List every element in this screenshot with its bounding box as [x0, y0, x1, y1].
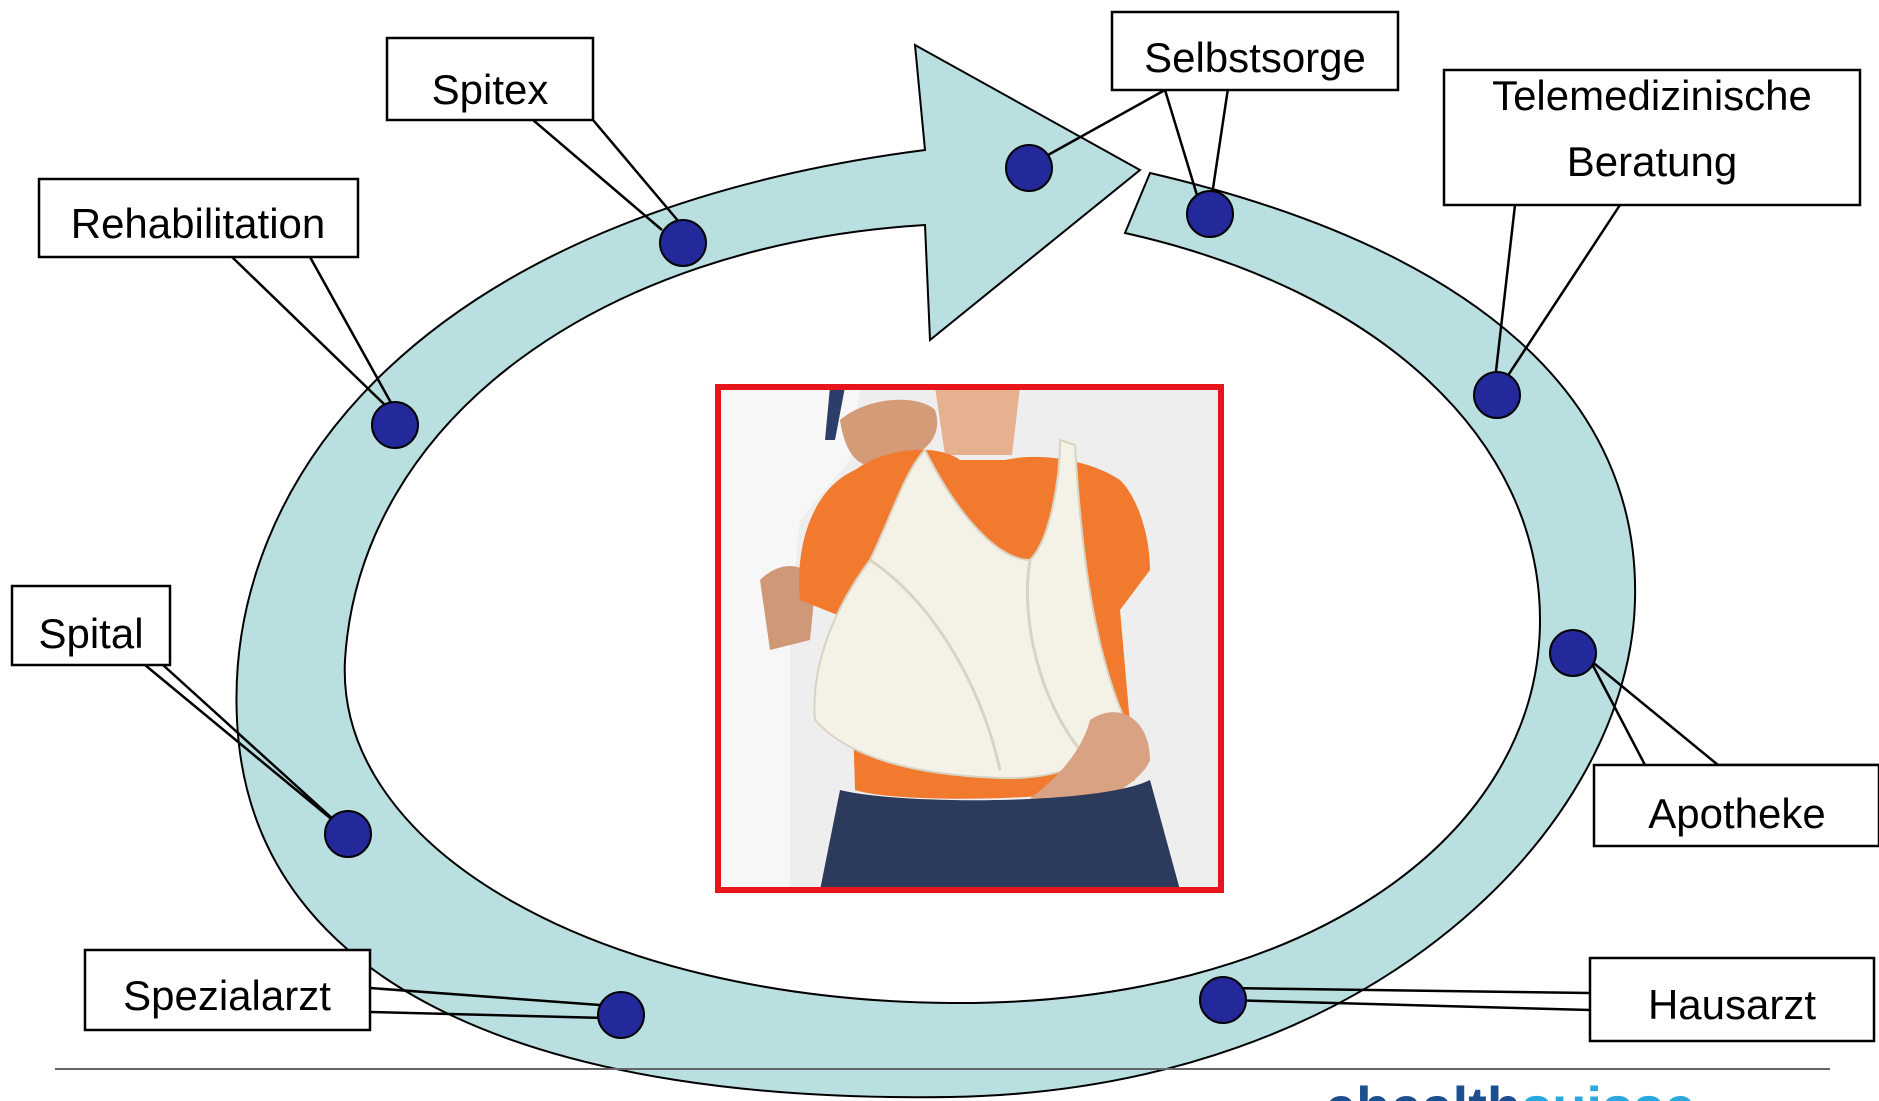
label-rehabilitation: Rehabilitation [71, 200, 326, 247]
node-hausarzt[interactable] [1200, 977, 1246, 1023]
logo-part-suisse: suisse [1521, 1075, 1695, 1101]
node-apotheke[interactable] [1550, 630, 1596, 676]
node-rehabilitation[interactable] [372, 402, 418, 448]
node-spitex[interactable] [660, 220, 706, 266]
label-hausarzt: Hausarzt [1648, 981, 1816, 1028]
patient-photo [718, 387, 1221, 890]
node-spezialarzt[interactable] [598, 992, 644, 1038]
node-telemedizin[interactable] [1474, 372, 1520, 418]
label-telemedizin-line1: Telemedizinische [1492, 72, 1812, 119]
logo-part-ehealth: ehealth [1325, 1075, 1521, 1101]
node-spital[interactable] [325, 811, 371, 857]
label-spezialarzt: Spezialarzt [123, 972, 331, 1019]
node-selbstsorge-inner[interactable] [1006, 145, 1052, 191]
label-selbstsorge: Selbstsorge [1144, 34, 1366, 81]
label-apotheke: Apotheke [1648, 790, 1825, 837]
label-spitex: Spitex [432, 66, 549, 113]
ehealthsuisse-logo: ehealthsuisse [1325, 1075, 1695, 1101]
label-spital: Spital [38, 610, 143, 657]
label-telemedizin-line2: Beratung [1567, 138, 1737, 185]
node-selbstsorge[interactable] [1187, 191, 1233, 237]
